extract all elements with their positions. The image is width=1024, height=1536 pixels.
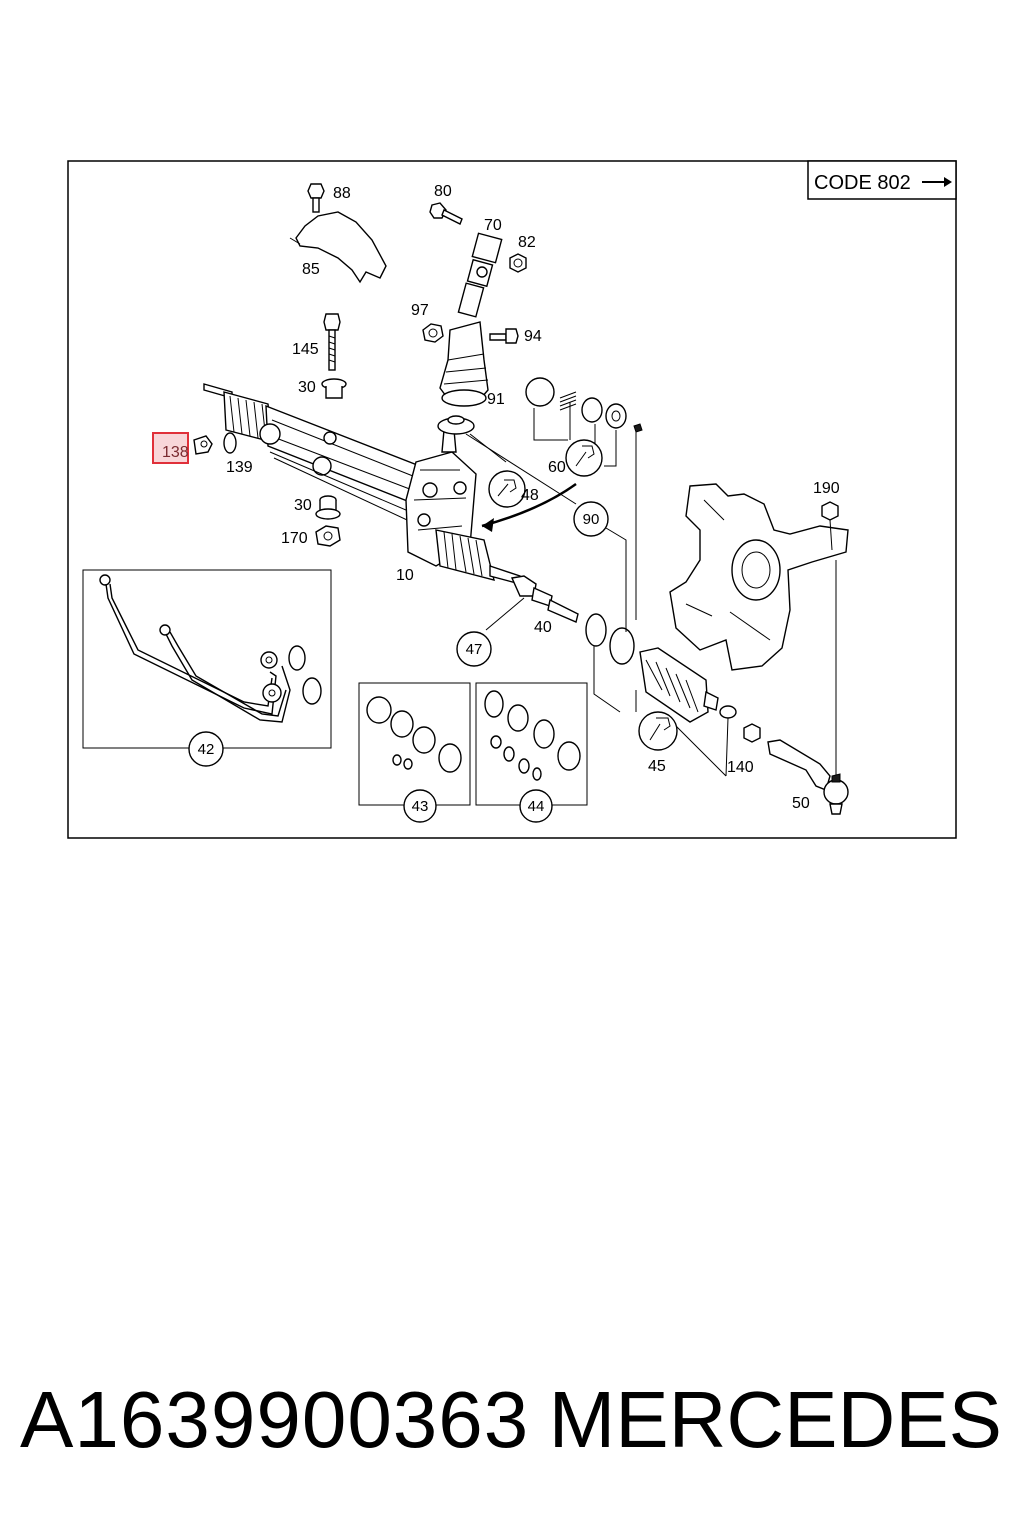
label-138: 138 [162,444,189,461]
kit-60-parts-icon [525,377,643,433]
tie-rod-end-50-icon [767,739,849,815]
label-91: 91 [487,391,505,408]
bolt-94-icon [489,328,519,344]
shaft-70-icon [457,232,503,318]
leader-90b [605,527,627,632]
bushing-30-top-icon [321,378,347,399]
label-80: 80 [434,183,452,200]
steering-parts-diagram: CODE 802 88 85 80 70 82 97 [67,160,957,839]
cover-85-icon [289,211,387,284]
nut-170-icon [315,525,341,547]
label-45: 45 [648,758,666,775]
outer-boot-icon [639,647,719,723]
tie-rod-40-icon [510,575,579,623]
label-82: 82 [518,234,536,251]
label-47: 47 [466,641,483,658]
bolt-80-icon [429,202,463,225]
leaders-45-140 [593,646,729,777]
tool-48-circle [488,470,526,508]
label-97: 97 [411,302,429,319]
leader-90 [465,433,577,505]
part-number: A1639900363 [20,1375,530,1464]
label-70: 70 [484,217,502,234]
label-48: 48 [521,487,539,504]
nut-97-icon [422,323,444,343]
tool-45-circle [638,711,678,751]
label-60: 60 [548,459,566,476]
seal-kit-44-icon [484,690,581,781]
box-42 [82,569,332,749]
sleeve-91-icon [439,321,489,407]
box-44 [475,682,588,806]
highlight-138[interactable] [152,432,189,464]
label-30-bottom: 30 [294,497,312,514]
bolt-88-icon [307,183,325,213]
assembly-arrowhead [482,518,494,532]
label-30-top: 30 [298,379,316,396]
plug-138-icon [193,435,213,455]
label-88: 88 [333,185,351,202]
label-94: 94 [524,328,542,345]
label-139: 139 [226,459,253,476]
label-44: 44 [528,798,545,815]
assembly-arrow [481,482,577,528]
ring-a-icon [585,613,607,647]
label-50: 50 [792,795,810,812]
label-145: 145 [292,341,319,358]
wrench-48-icon [497,479,517,497]
label-90: 90 [583,511,600,528]
tool-60-circle [565,439,603,477]
leaders-60 [533,402,637,620]
label-40: 40 [534,619,552,636]
leader-47 [485,597,525,631]
ring-b-icon [609,627,635,665]
seal-kit-43-icon [366,696,462,773]
label-10: 10 [396,567,414,584]
bushing-30-bottom-icon [315,495,341,520]
label-140: 140 [727,759,754,776]
code-box-text: CODE 802 [814,172,911,194]
label-42: 42 [198,741,215,758]
steering-rack-icon [203,383,521,585]
nut-190-icon [821,501,839,521]
callout-47 [456,631,492,667]
bolt-145-icon [323,313,341,371]
wrench-60-icon [575,445,595,467]
brand-name: MERCEDES [548,1375,1002,1464]
knuckle-icon [669,483,849,671]
leader-190 [829,519,837,796]
callout-42 [188,731,224,767]
label-43: 43 [412,798,429,815]
label-170: 170 [281,530,308,547]
clamp-140-icon [719,705,761,743]
label-190: 190 [813,480,840,497]
seal-ring-139-icon [223,432,237,454]
code-box: CODE 802 [807,160,957,200]
nut-82-icon [509,253,527,273]
callout-44 [519,789,553,823]
cap-48-icon [437,415,475,435]
diagram-frame [67,160,957,839]
callout-43 [403,789,437,823]
callout-90 [573,501,609,537]
label-85: 85 [302,261,320,278]
footer: A1639900363 MERCEDES [0,1370,1024,1480]
wrench-45-icon [649,717,671,741]
pipes-42-icon [99,574,322,723]
